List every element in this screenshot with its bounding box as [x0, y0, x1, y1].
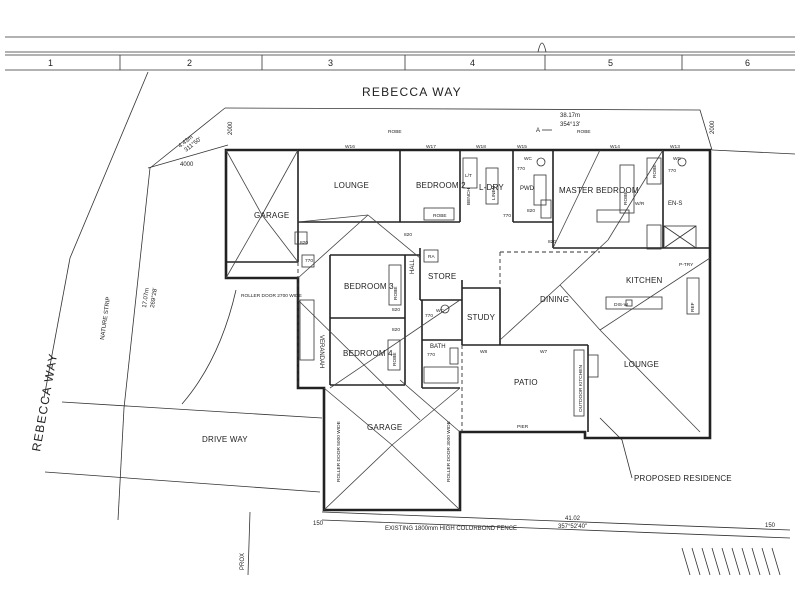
fridge: REF	[690, 302, 696, 312]
prox-label: PROX	[240, 553, 246, 570]
room-patio: PATIO	[514, 378, 538, 387]
proposed-residence-label: PROPOSED RESIDENCE	[634, 474, 732, 483]
robe-bedroom-3: ROBE	[393, 286, 399, 300]
room-powder: PWD	[520, 186, 535, 192]
nature-strip-label: NATURE STRIP	[100, 296, 112, 340]
room-garage-left: GARAGE	[254, 211, 289, 220]
robe-master-1: ROBE	[623, 191, 629, 205]
dim-4000: 4000	[180, 162, 194, 168]
door-770-6: 770	[305, 258, 313, 264]
room-walk-in-robe: W/R	[635, 201, 645, 207]
dim-left-bearing: 269°28'	[150, 287, 159, 308]
dim-2000-right: 2000	[710, 120, 716, 134]
roller-door-left: ROLLER DOOR 2700 WIDE	[241, 293, 302, 299]
grid-col-1: 1	[48, 58, 53, 68]
room-dining: DINING	[540, 295, 569, 304]
robe-bedroom-2: ROBE	[433, 213, 447, 219]
room-study: STUDY	[467, 313, 496, 322]
window-w16: W16	[345, 144, 355, 150]
door-820-2: 820	[548, 239, 556, 245]
building-outline	[224, 148, 712, 512]
room-ra: RA	[428, 254, 435, 260]
outdoor-kitchen: OUTDOOR KITCHEN	[578, 365, 584, 412]
dim-top-bearing: 354°13'	[560, 122, 580, 128]
section-marker: A	[536, 128, 540, 134]
grid-col-2: 2	[187, 58, 192, 68]
window-w8: W8	[480, 349, 488, 355]
room-bedroom-2: BEDROOM 2	[416, 181, 466, 190]
grid-col-5: 5	[608, 58, 613, 68]
robe-top-1: ROBE	[388, 129, 402, 135]
room-lounge-front: LOUNGE	[334, 181, 369, 190]
door-820-6: 820	[527, 208, 535, 214]
driveway-label: DRIVE WAY	[202, 435, 248, 444]
dim-bottom-bearing: 357°52'40"	[558, 524, 587, 530]
window-w17: W17	[426, 144, 436, 150]
room-laundry: L-DRY	[479, 183, 504, 192]
door-770-2: 770	[503, 213, 511, 219]
window-w18: W18	[476, 144, 486, 150]
door-820-5: 820	[300, 240, 308, 246]
grid-col-6: 6	[745, 58, 750, 68]
room-wc-2: WC	[673, 156, 682, 162]
door-820-4: 820	[392, 327, 400, 333]
dim-top-length: 38.17m	[560, 113, 580, 119]
roof-lines	[225, 149, 711, 511]
dim-150-right: 150	[765, 523, 776, 529]
laundry-bench: BENCH	[466, 188, 472, 205]
dim-2000-left: 2000	[228, 121, 234, 135]
room-bedroom-4: BEDROOM 4	[343, 349, 393, 358]
room-kitchen: KITCHEN	[626, 276, 663, 285]
door-770-4: 770	[425, 313, 433, 319]
dim-left-length: 17.07m	[142, 288, 151, 309]
door-770-5: 770	[427, 352, 435, 358]
roller-door-bottom-5000: ROLLER DOOR 5000 WIDE	[336, 421, 342, 482]
door-820-1: 820	[404, 232, 412, 238]
grid-col-4: 4	[470, 58, 475, 68]
room-garage-bottom: GARAGE	[367, 423, 402, 432]
room-ensuite: EN-S	[668, 201, 682, 207]
robe-bedroom-4: ROBE	[392, 352, 398, 366]
roller-door-bottom-3000: ROLLER DOOR 3000 WIDE	[446, 421, 452, 482]
robe-top-2: ROBE	[577, 129, 591, 135]
room-verandah: VERANDAH	[318, 335, 324, 368]
fixtures	[294, 157, 700, 417]
fence-label: EXISTING 1800mm HIGH COLORBOND FENCE	[385, 526, 517, 532]
lot-boundary	[43, 71, 796, 576]
door-820-3: 820	[392, 307, 400, 313]
dishwasher: DIS-W	[614, 302, 629, 308]
window-w13: W13	[670, 144, 680, 150]
room-hall: HALL	[410, 258, 416, 274]
residence-leader	[599, 417, 633, 479]
grid-band: 1 2 3 4 5 6	[5, 36, 795, 71]
window-w15: W15	[517, 144, 527, 150]
dim-150-left: 150	[313, 521, 324, 527]
robe-master-2: ROBE	[652, 164, 658, 178]
street-name-left: REBECCA WAY	[29, 352, 60, 453]
laundry-trough: L/T	[465, 173, 472, 179]
room-wc-1: WC	[524, 156, 533, 162]
patio-pier: PIER	[517, 424, 529, 430]
window-w14: W14	[610, 144, 620, 150]
grid-col-3: 3	[328, 58, 333, 68]
linen-cupboard: LINEN	[491, 185, 497, 200]
street-name-top: REBECCA WAY	[362, 85, 462, 99]
room-lounge-rear: LOUNGE	[624, 360, 659, 369]
room-pantry: P-TRY	[679, 262, 694, 268]
room-bedroom-3: BEDROOM 3	[344, 282, 394, 291]
room-wc-3: WC	[436, 308, 445, 314]
room-bath: BATH	[430, 344, 446, 350]
window-w7: W7	[540, 349, 548, 355]
room-store: STORE	[428, 272, 456, 281]
door-770-3: 770	[668, 168, 676, 174]
door-770-1: 770	[517, 166, 525, 172]
room-master-bedroom: MASTER BEDROOM	[559, 186, 639, 195]
dim-bottom-length: 41.02	[565, 516, 581, 522]
